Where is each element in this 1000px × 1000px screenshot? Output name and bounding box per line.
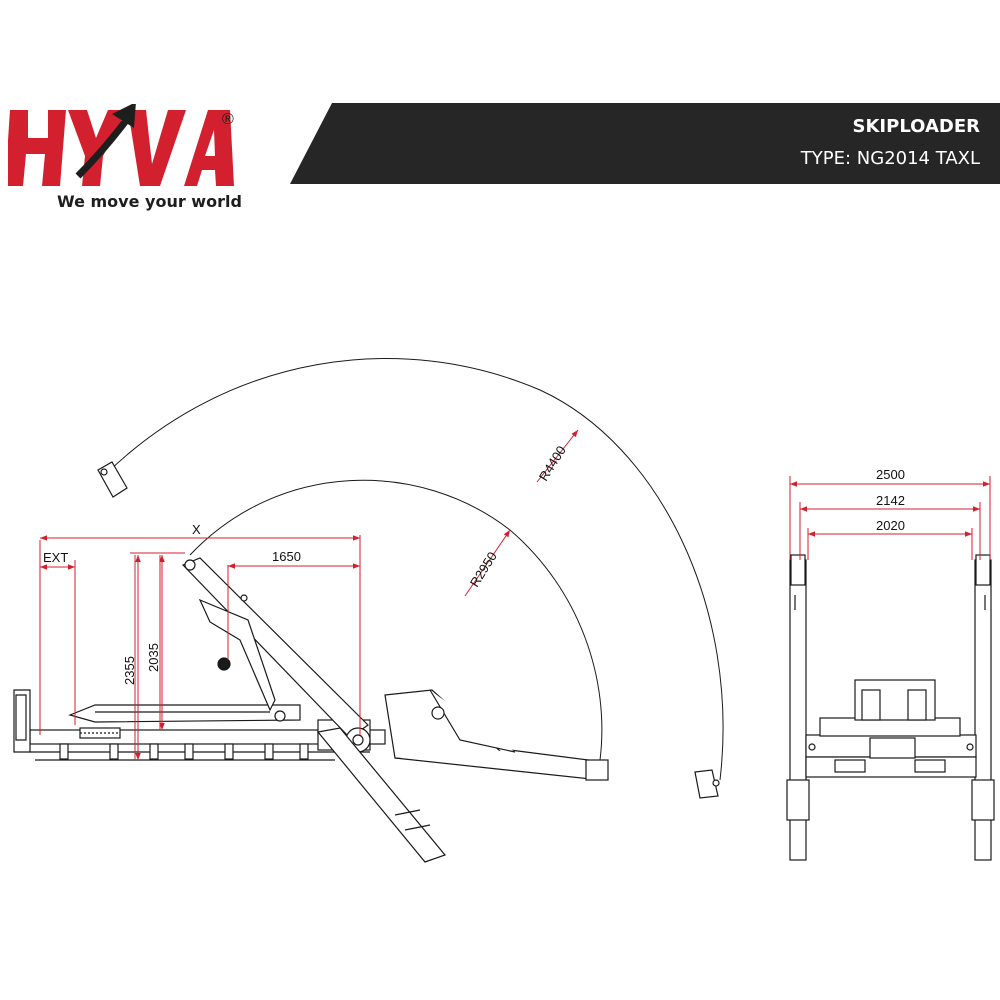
dim-r4400-label: R4400	[536, 443, 569, 483]
arc-r4400	[107, 358, 724, 781]
dim-x-label: X	[192, 522, 201, 537]
page-title: SKIPLOADER	[852, 116, 980, 137]
dim-2020-label: 2020	[876, 518, 905, 533]
dim-2355-label: 2355	[122, 656, 137, 685]
dimension-labels: X EXT 1650 2355 2035 R2950 R4400 2500 21…	[43, 443, 905, 685]
dim-2142-label: 2142	[876, 493, 905, 508]
dim-2500-label: 2500	[876, 467, 905, 482]
swing-arcs	[107, 358, 724, 781]
registered-mark: ®	[222, 111, 234, 128]
title-banner	[290, 103, 1000, 184]
dim-ext-label: EXT	[43, 550, 68, 565]
arc-r2950	[189, 479, 603, 761]
header: ® We move your world SKIPLOADER TYPE: NG…	[0, 0, 1000, 230]
side-view-arm	[181, 557, 447, 863]
skip-bucket	[384, 689, 609, 781]
dimension-lines	[39, 429, 991, 760]
brand-tagline: We move your world	[57, 192, 242, 211]
model-type: TYPE: NG2014 TAXL	[800, 148, 980, 169]
dim-2035-label: 2035	[146, 643, 161, 672]
dim-r2950-label: R2950	[467, 549, 500, 589]
logo-letters	[8, 110, 234, 186]
arc-end-blocks	[97, 461, 720, 799]
logo-arrow-icon	[75, 104, 136, 179]
front-view	[786, 554, 995, 861]
dim-1650-label: 1650	[272, 549, 301, 564]
hyva-logo: ®	[8, 104, 234, 186]
